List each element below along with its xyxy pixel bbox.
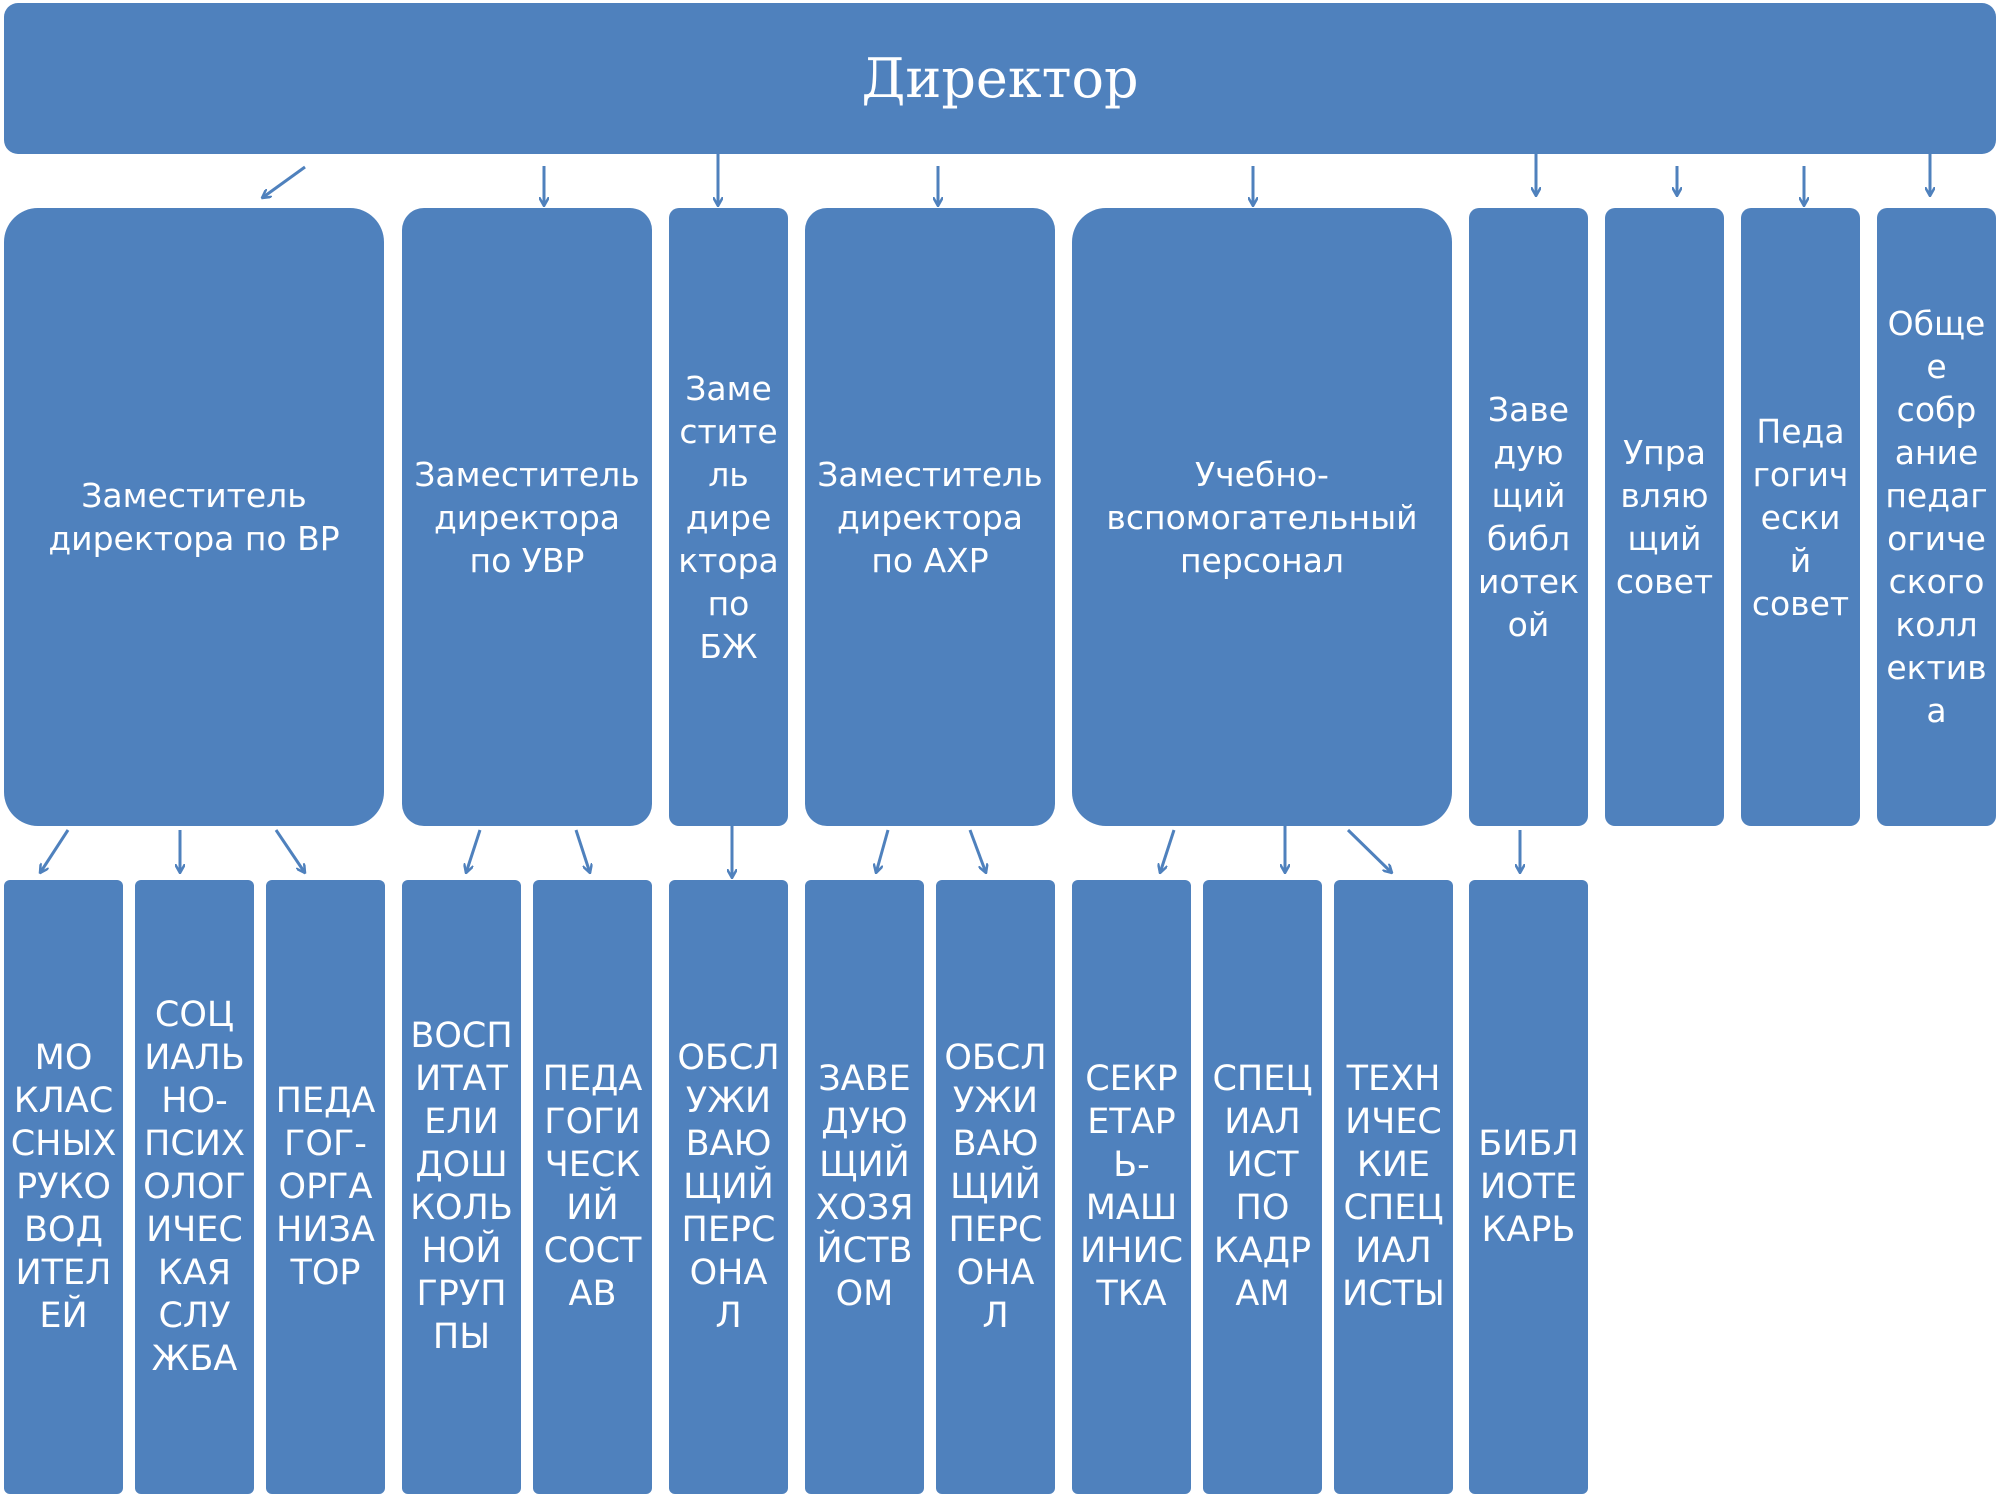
class-teachers-mo-box: МО КЛАС СНЫХ РУКО ВОД ИТЕЛ ЕЙ — [4, 880, 123, 1494]
arrow-to-facilities-manager — [876, 829, 890, 873]
preschool-educators-label: ВОСП ИТАТ ЕЛИ ДОШ КОЛЬ НОЙ ГРУП ПЫ — [410, 1016, 513, 1357]
librarian-box: БИБЛ ИОТЕ КАРЬ — [1469, 880, 1588, 1494]
secretary-typist-label: СЕКР ЕТАР Ь- МАШ ИНИС ТКА — [1079, 1059, 1184, 1314]
class-teachers-mo-label: МО КЛАС СНЫХ РУКО ВОД ИТЕЛ ЕЙ — [10, 1037, 117, 1336]
arrow-to-preschool-educators — [466, 829, 482, 873]
arrow-to-class-teachers — [40, 829, 70, 873]
deputy-director-bzh-label: Заме стите ль дире ктора по БЖ — [678, 368, 779, 666]
governing-council-box: Упра вляю щий совет — [1605, 208, 1724, 826]
service-staff-bzh-box: ОБСЛ УЖИ ВАЮ ЩИЙ ПЕРС ОНА Л — [669, 880, 788, 1494]
deputy-director-uvr-label: Заместитель директора по УВР — [414, 454, 640, 580]
support-staff-label: Учебно- вспомогательный персонал — [1106, 454, 1418, 580]
secretary-typist-box: СЕКР ЕТАР Ь- МАШ ИНИС ТКА — [1072, 880, 1191, 1494]
librarian-label: БИБЛ ИОТЕ КАРЬ — [1478, 1123, 1579, 1250]
arrow-to-teaching-staff — [574, 829, 590, 873]
hr-specialist-box: СПЕЦ ИАЛ ИСТ ПО КАДР АМ — [1203, 880, 1322, 1494]
facilities-manager-box: ЗАВЕ ДУЮ ЩИЙ ХОЗЯ ЙСТВ ОМ — [805, 880, 924, 1494]
teaching-staff-label: ПЕДА ГОГИ ЧЕСК ИЙ СОСТ АВ — [542, 1059, 643, 1314]
deputy-director-ahr-box: Заместитель директора по АХР — [805, 208, 1055, 826]
head-librarian-box: Заве дую щий библ иотек ой — [1469, 208, 1588, 826]
arrow-to-secretary — [1160, 829, 1176, 873]
support-staff-box: Учебно- вспомогательный персонал — [1072, 208, 1452, 826]
teacher-organizer-box: ПЕДА ГОГ- ОРГА НИЗА ТОР — [266, 880, 385, 1494]
service-staff-ahr-box: ОБСЛ УЖИ ВАЮ ЩИЙ ПЕРС ОНА Л — [936, 880, 1055, 1494]
deputy-director-bzh-box: Заме стите ль дире ктора по БЖ — [669, 208, 788, 826]
arrow-to-service-staff-ahr — [968, 829, 986, 873]
deputy-director-ahr-label: Заместитель директора по АХР — [817, 454, 1043, 580]
social-psych-service-box: СОЦ ИАЛЬ НО- ПСИХ ОЛОГ ИЧЕС КАЯ СЛУ ЖБА — [135, 880, 254, 1494]
arrow-to-technical-specialists — [1346, 828, 1392, 873]
preschool-educators-box: ВОСП ИТАТ ЕЛИ ДОШ КОЛЬ НОЙ ГРУП ПЫ — [402, 880, 521, 1494]
general-staff-meeting-label: Обще е собр ание педаг огиче ского колл … — [1885, 304, 1988, 730]
general-staff-meeting-box: Обще е собр ание педаг огиче ского колл … — [1877, 208, 1996, 826]
service-staff-ahr-label: ОБСЛ УЖИ ВАЮ ЩИЙ ПЕРС ОНА Л — [944, 1037, 1047, 1336]
service-staff-bzh-label: ОБСЛ УЖИ ВАЮ ЩИЙ ПЕРС ОНА Л — [677, 1037, 780, 1336]
deputy-director-uvr-box: Заместитель директора по УВР — [402, 208, 652, 826]
teacher-organizer-label: ПЕДА ГОГ- ОРГА НИЗА ТОР — [275, 1080, 376, 1293]
technical-specialists-box: ТЕХН ИЧЕС КИЕ СПЕЦ ИАЛ ИСТЫ — [1334, 880, 1453, 1494]
facilities-manager-label: ЗАВЕ ДУЮ ЩИЙ ХОЗЯ ЙСТВ ОМ — [815, 1059, 914, 1314]
director-box: Директор — [4, 3, 1996, 154]
deputy-director-vr-box: Заместитель директора по ВР — [4, 208, 384, 826]
director-label: Директор — [861, 47, 1139, 110]
hr-specialist-label: СПЕЦ ИАЛ ИСТ ПО КАДР АМ — [1212, 1059, 1313, 1314]
head-librarian-label: Заве дую щий библ иотек ой — [1477, 390, 1580, 644]
governing-council-label: Упра вляю щий совет — [1615, 433, 1714, 601]
social-psych-service-label: СОЦ ИАЛЬ НО- ПСИХ ОЛОГ ИЧЕС КАЯ СЛУ ЖБА — [143, 994, 246, 1379]
deputy-director-vr-label: Заместитель директора по ВР — [48, 476, 340, 558]
teaching-staff-box: ПЕДА ГОГИ ЧЕСК ИЙ СОСТ АВ — [533, 880, 652, 1494]
technical-specialists-label: ТЕХН ИЧЕС КИЕ СПЕЦ ИАЛ ИСТЫ — [1342, 1059, 1445, 1314]
arrow-to-teacher-organizer — [274, 829, 305, 873]
arrow-to-deputy-vr — [262, 165, 306, 198]
pedagogical-council-label: Педа гогич ески й совет — [1751, 411, 1850, 623]
pedagogical-council-box: Педа гогич ески й совет — [1741, 208, 1860, 826]
